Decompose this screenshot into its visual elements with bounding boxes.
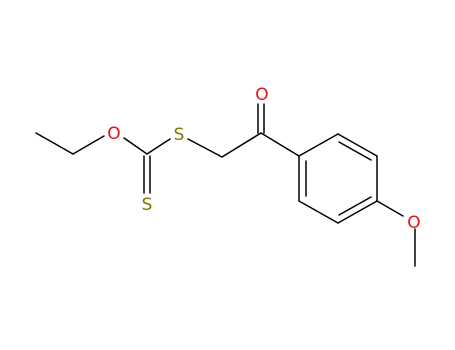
atom-o-ether: O	[107, 124, 120, 144]
bond-ch2-o	[72, 135, 105, 155]
bond-co-ring	[260, 132, 300, 157]
bond-s-ch2	[187, 138, 223, 158]
atom-s-thione: S	[142, 195, 153, 215]
bond-ch3-ch2	[35, 132, 74, 155]
ring-bond-4	[337, 200, 378, 224]
ring-bond-5	[298, 200, 339, 224]
atom-labels: O S S O O	[107, 85, 420, 233]
bonds	[35, 103, 416, 267]
atom-o-methoxy: O	[407, 213, 420, 233]
ring-bond-2	[337, 133, 378, 157]
ring-inner-2	[338, 196, 372, 216]
ring-inner-1	[338, 141, 372, 161]
bond-ch2-co	[221, 132, 262, 158]
bond-o-c	[123, 137, 148, 155]
bond-c-s	[146, 138, 171, 155]
bond-ring-o	[376, 200, 404, 217]
atom-s-thio: S	[174, 125, 185, 145]
atom-o-carbonyl: O	[255, 85, 268, 105]
ring-bond-1	[298, 133, 339, 157]
